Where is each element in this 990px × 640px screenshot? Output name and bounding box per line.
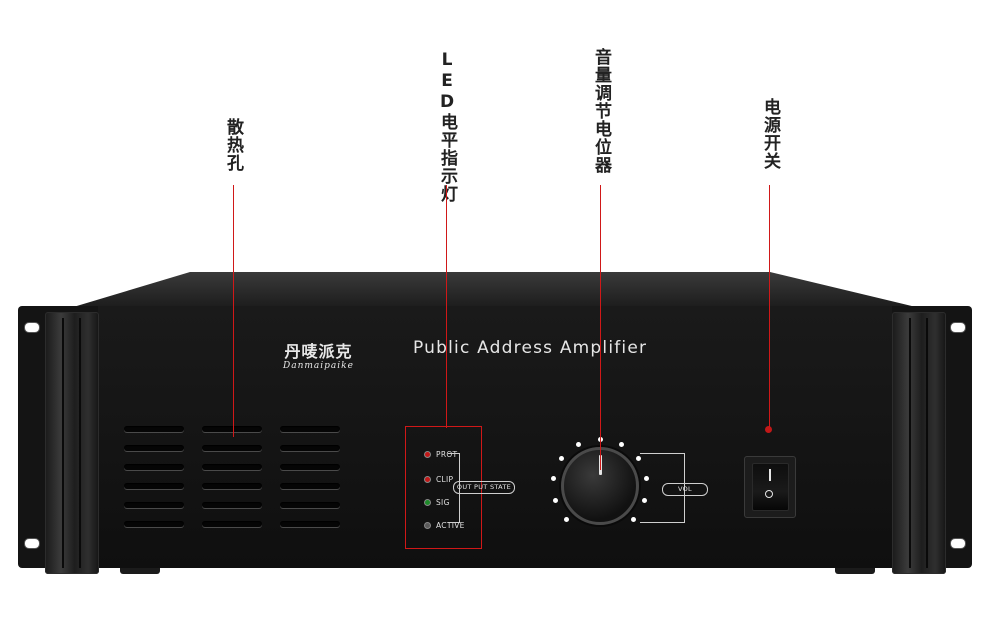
led-label: SIG [436,497,450,507]
vent-slot [124,445,184,451]
scale-dot [564,516,570,522]
vent-slot [280,483,340,489]
volume-label: VOL [662,483,708,496]
vent-slot [280,521,340,527]
callout-vents: 散热孔 [223,118,243,172]
scale-dot [630,516,636,522]
vent-slot [124,521,184,527]
vent-slot [202,445,262,451]
callout-volume: 音量调节电位器 [591,48,611,174]
right-handle [892,312,946,574]
scale-dot [643,476,649,482]
leader-line-power [769,185,770,427]
led-bracket [448,453,460,523]
led-indicator-icon [424,450,431,458]
chassis-top [70,272,920,308]
output-state-label: OUT PUT STATE [453,481,515,494]
vent-slot [124,502,184,508]
vent-slot [280,464,340,470]
scale-dot [559,455,565,461]
led-clip: CLIP [424,473,453,485]
led-prot: PROT [424,448,457,460]
led-label: PROT [436,449,458,459]
vent-slot [280,445,340,451]
led-indicator-icon [424,521,431,529]
vent-slot [124,464,184,470]
led-sig: SIG [424,496,450,508]
scale-dot [618,441,624,447]
brand-logo: 丹唛派克 Danmaipaike [283,338,354,371]
power-led-icon [765,426,772,433]
foot [835,568,875,574]
rack-hole [950,322,966,333]
power-off-icon [765,490,773,498]
led-indicator-icon [424,475,431,483]
scale-dot [551,476,557,482]
rack-hole [24,538,40,549]
scale-dot [642,498,648,504]
vent-slot [202,502,262,508]
brand-name-en: Danmaipaike [283,361,354,371]
vent-slot [124,483,184,489]
scale-dot [635,455,641,461]
rack-hole [950,538,966,549]
panel-title: Public Address Amplifier [413,338,648,358]
scale-dot [552,498,558,504]
vent-slot [124,426,184,432]
vent-slot [202,464,262,470]
vent-slot [202,521,262,527]
volume-bracket [640,453,685,523]
vent-slot [280,502,340,508]
scale-dot [576,441,582,447]
left-handle [45,312,99,574]
vent-slot [202,483,262,489]
led-indicator-icon [424,498,431,506]
led-label: ACTIVE [436,520,465,530]
led-active: ACTIVE [424,519,465,531]
callout-power: 电源开关 [760,98,780,170]
vent-slot [202,426,262,432]
power-on-icon [769,469,771,481]
brand-name-cn: 丹唛派克 [284,342,353,361]
led-highlight-box [405,426,482,549]
leader-line-led [446,185,447,428]
leader-line-vents [233,185,234,437]
callout-led: LED电平指示灯 [437,50,457,203]
led-label: CLIP [436,474,454,484]
foot [120,568,160,574]
vent-slot [280,426,340,432]
leader-line-volume [600,185,601,470]
rack-hole [24,322,40,333]
